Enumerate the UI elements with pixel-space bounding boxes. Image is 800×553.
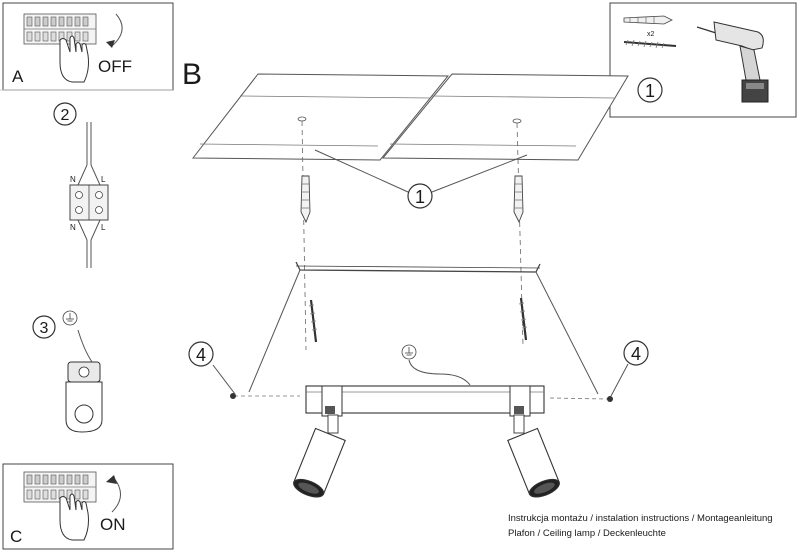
quantity-label: x2 — [647, 31, 655, 38]
ground-symbol-icon — [401, 344, 471, 386]
product-subtitle: Plafon / Ceiling lamp / Deckenleuchte — [508, 528, 666, 539]
neutral-label-top: N — [70, 175, 76, 184]
screw-step-number-right: 4 — [631, 344, 641, 364]
live-label-top: L — [101, 175, 106, 184]
panel-a: A OFF — [2, 2, 174, 91]
step-2-number: 2 — [61, 107, 70, 124]
screw-left-icon — [308, 299, 318, 343]
panel-a-off-label: OFF — [98, 57, 132, 76]
screw-right-icon — [518, 297, 528, 341]
mount-step-number: 1 — [415, 187, 425, 207]
drill-guides — [301, 120, 524, 351]
panel-b-letter: B — [182, 58, 202, 91]
panel-c-on-label: ON — [100, 515, 126, 534]
ground-bracket-icon — [65, 361, 103, 433]
panel-c-letter: C — [10, 527, 22, 546]
wall-plug-icon — [623, 15, 673, 25]
screw-step-left: 4 — [188, 341, 300, 399]
wiring-step: 2 N L N L — [53, 102, 109, 268]
tools-step-number: 1 — [645, 81, 655, 101]
hand-icon — [59, 493, 89, 541]
terminal-block-icon — [69, 184, 109, 221]
panel-c: C ON — [2, 463, 174, 550]
ground-step: 3 — [32, 310, 103, 433]
arrow-down-icon — [106, 13, 123, 48]
ground-symbol-icon — [62, 310, 78, 326]
instructions-title: Instrukcja montażu / instalation instruc… — [508, 513, 773, 524]
circuit-breaker-icon — [23, 13, 97, 45]
screw-step-right: 4 — [549, 340, 649, 402]
mounting-bracket — [248, 261, 599, 395]
ceiling-lamp — [293, 385, 560, 498]
mount-callout: 1 — [314, 149, 528, 209]
live-label-bottom: L — [101, 223, 106, 232]
step-3-number: 3 — [40, 320, 49, 337]
drill-icon — [696, 21, 769, 103]
arrow-up-icon — [106, 475, 121, 513]
wall-plug-right-icon — [513, 175, 524, 224]
tools-panel: x2 1 — [609, 2, 797, 118]
ceiling-panels — [191, 73, 629, 161]
wires-icon — [77, 122, 101, 268]
wall-plug-left-icon — [300, 175, 311, 224]
circuit-breaker-icon — [23, 471, 97, 503]
screw-step-number-left: 4 — [196, 345, 206, 365]
neutral-label-bottom: N — [70, 223, 76, 232]
hand-icon — [59, 35, 89, 83]
screw-icon — [623, 39, 677, 49]
panel-a-letter: A — [12, 67, 24, 86]
